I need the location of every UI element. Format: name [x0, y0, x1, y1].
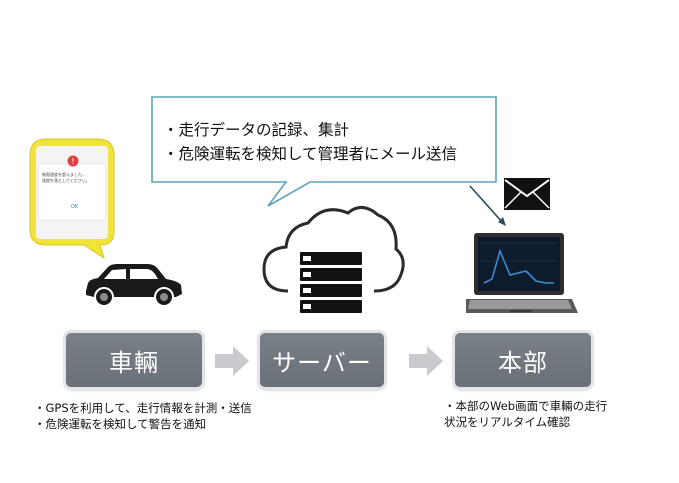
stage-car: 車輛	[66, 333, 202, 387]
phone-ok-button: OK	[71, 204, 79, 210]
hq-description-line-2: 状況をリアルタイム確認	[444, 415, 571, 429]
phone-message-line-2: 速度を落としてください。	[42, 178, 90, 183]
car-description: ・GPSを利用して、走行情報を計測・送信 ・危険運転を検知して警告を通知	[34, 400, 252, 432]
phone-message-line-1: 制限速度を超えました。	[42, 172, 86, 177]
laptop-icon	[466, 233, 578, 313]
info-bubble-text: ・走行データの記録、集計 ・危険運転を検知して管理者にメール送信	[163, 118, 457, 166]
car-description-line-1: ・GPSを利用して、走行情報を計測・送信	[34, 401, 252, 415]
phone-alert-message: 制限速度を超えました。 速度を落としてください。	[42, 172, 102, 184]
bubble-line-1: ・走行データの記録、集計	[163, 121, 350, 139]
car-icon	[86, 264, 182, 307]
bubble-line-2: ・危険運転を検知して管理者にメール送信	[163, 145, 458, 163]
hq-description: ・本部のWeb画面で車輛の走行 状況をリアルタイム確認	[444, 398, 607, 430]
stage-server: サーバー	[260, 333, 384, 387]
alert-icon: !	[67, 155, 79, 167]
flow-arrow-icon	[215, 346, 249, 376]
server-icon	[298, 250, 364, 316]
svg-text:!: !	[71, 157, 74, 166]
cloud-icon	[262, 206, 405, 293]
hq-description-line-1: ・本部のWeb画面で車輛の走行	[444, 399, 608, 413]
car-description-line-2: ・危険運転を検知して警告を通知	[34, 417, 207, 431]
stage-hq: 本部	[455, 333, 591, 387]
mail-icon	[504, 178, 550, 210]
flow-arrow-icon	[409, 346, 443, 376]
